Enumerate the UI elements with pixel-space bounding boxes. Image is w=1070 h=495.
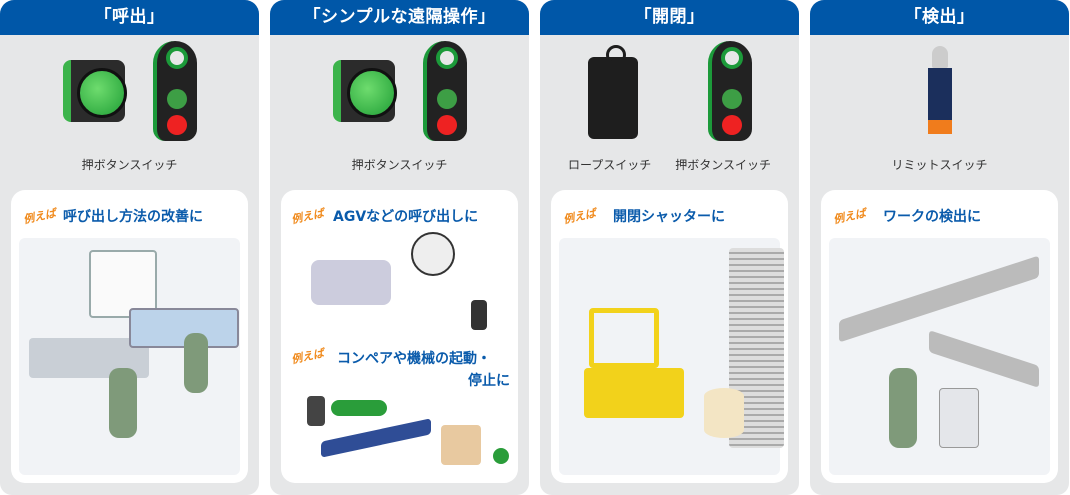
example-label: 例えば [562, 206, 598, 227]
example-card: 例えば 呼び出し方法の改善に [11, 190, 248, 483]
wrapper-illustration [441, 425, 481, 465]
panel-open-close: 「開閉」 ロープスイッチ 押ボタンスイッチ 例えば 開閉シャッターに [540, 0, 799, 495]
example-card: 例えば AGVなどの呼び出しに 例えば コンペアや機械の起動・ 停止に [281, 190, 518, 483]
panel-remote-operation: 「シンプルな遠隔操作」 押ボタンスイッチ 例えば AGVなどの呼び出しに 例えば… [270, 0, 529, 495]
example-label: 例えば [22, 206, 58, 227]
pendant-switch-image [707, 40, 752, 141]
pendant-switch-image [152, 40, 197, 141]
forklift-shutter-illustration [559, 238, 784, 475]
example-title: 停止に [468, 373, 510, 389]
example-card: 例えば ワークの検出に [821, 190, 1058, 483]
example-label: 例えば [290, 206, 326, 227]
product-caption: ロープスイッチ [567, 158, 652, 172]
push-button-switch-image [332, 59, 397, 122]
panel-detection: 「検出」 リミットスイッチ 例えば ワークの検出に [810, 0, 1069, 495]
example-title: コンペアや機械の起動・ [337, 351, 491, 367]
product-caption: 押ボタンスイッチ [351, 158, 448, 172]
workstation-illustration [19, 238, 240, 475]
push-button-switch-image [62, 59, 127, 122]
panel-call: 「呼出」 押ボタンスイッチ 例えば 呼び出し方法の改善に [0, 0, 259, 495]
example-title: ワークの検出に [883, 209, 981, 225]
example-label: 例えば [832, 206, 868, 227]
pendant-switch-image [422, 40, 467, 141]
product-caption: 押ボタンスイッチ [675, 158, 772, 172]
example-title: 開閉シャッターに [613, 209, 725, 225]
play-controls-icon [331, 400, 387, 416]
panel-title: 「呼出」 [0, 0, 259, 35]
product-caption: 押ボタンスイッチ [81, 158, 178, 172]
rope-switch-image [587, 44, 638, 139]
conveyor-illustration [321, 418, 431, 458]
play-pause-icon [493, 448, 509, 464]
agv-illustration [311, 260, 391, 305]
panel-title: 「開閉」 [540, 0, 799, 35]
example-card: 例えば 開閉シャッターに [551, 190, 788, 483]
panel-title: 「検出」 [810, 0, 1069, 35]
control-box-illustration [307, 396, 325, 426]
example-title: AGVなどの呼び出しに [333, 209, 479, 225]
remote-illustration [471, 300, 487, 330]
product-caption: リミットスイッチ [891, 158, 988, 172]
receiver-illustration [411, 232, 455, 276]
panel-title: 「シンプルな遠隔操作」 [270, 0, 529, 35]
example-label: 例えば [290, 346, 326, 367]
workpiece-conveyor-illustration [829, 238, 1050, 475]
example-title: 呼び出し方法の改善に [63, 209, 203, 225]
limit-switch-image [927, 45, 952, 136]
